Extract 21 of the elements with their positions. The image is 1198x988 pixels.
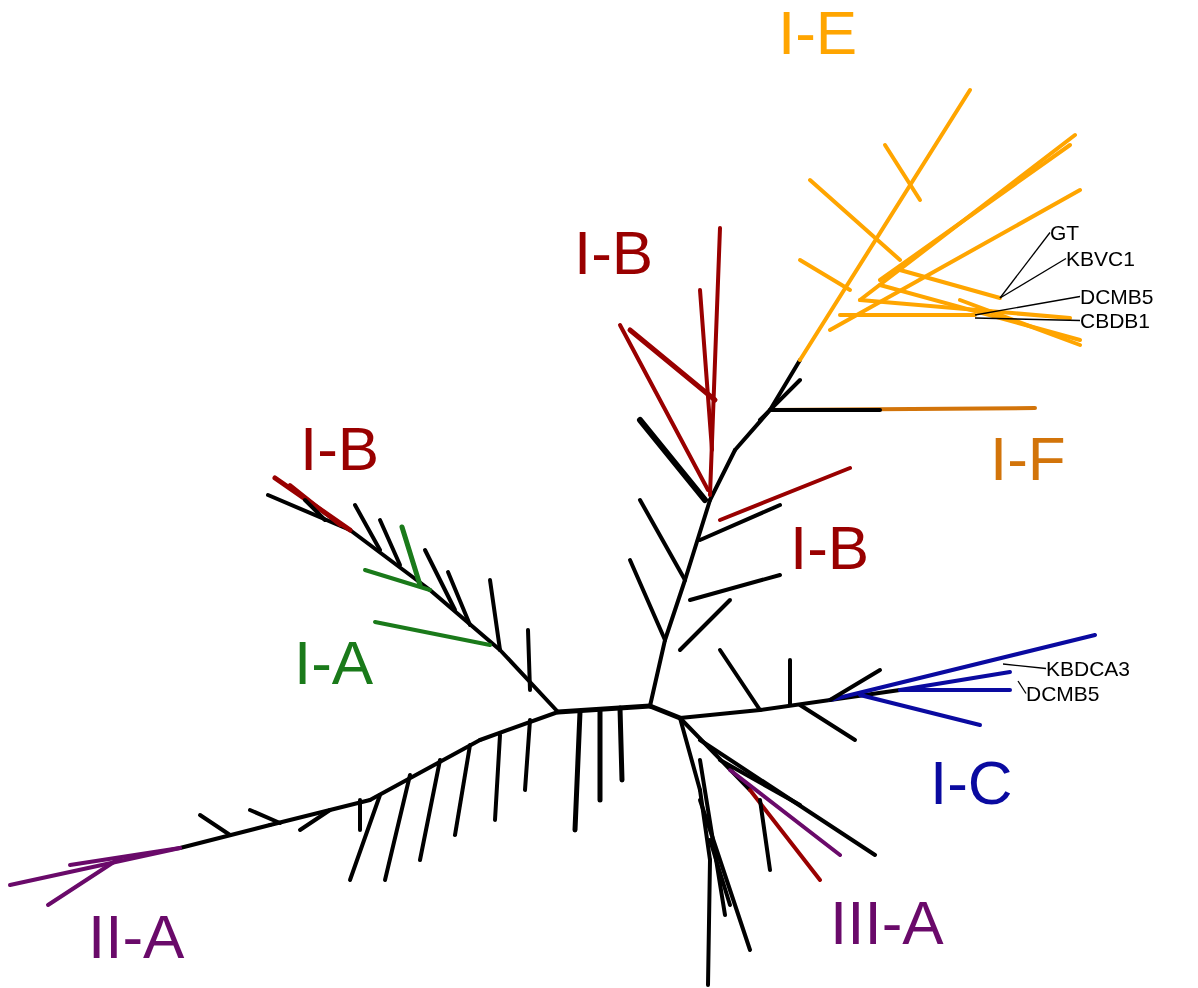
clade-label: I-B — [790, 517, 870, 579]
leader-line — [1002, 663, 1047, 670]
clade-label: III-A — [830, 892, 944, 954]
leader-line — [974, 317, 1081, 322]
leader-line — [999, 257, 1067, 299]
leaf-name: DCMB5 — [1080, 286, 1154, 307]
leader-line — [999, 231, 1051, 299]
leaf-name: KBDCA3 — [1046, 658, 1131, 679]
clade-label: II-A — [88, 906, 185, 968]
leaf-name: KBVC1 — [1066, 248, 1135, 269]
leaf-name: CBDB1 — [1080, 310, 1151, 331]
clade-label: I-E — [778, 2, 858, 64]
clade-label: I-B — [300, 418, 380, 480]
clade-label: I-F — [990, 428, 1066, 490]
leaf-name: GT — [1050, 222, 1080, 243]
leaf-name: DCMB5 — [1026, 683, 1100, 704]
clade-label: I-A — [294, 632, 374, 694]
leader-line — [974, 295, 1081, 316]
leader-line — [1017, 680, 1027, 695]
clade-label: I-B — [574, 222, 654, 284]
clade-label: I-C — [930, 752, 1013, 814]
